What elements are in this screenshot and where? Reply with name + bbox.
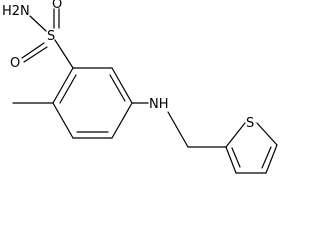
thiophene-sulfur-label: S [246,116,254,131]
bond-t-inner-c3-c2 [231,147,241,168]
amine-label: H2N [2,4,30,19]
bond-c3-c4 [111,102,133,139]
bond-s-o-left-a [21,42,45,59]
bond-c2-c3 [111,67,133,104]
bond-c6-c1 [52,67,74,104]
bond-c5-c6 [52,102,74,139]
bond-t-s-c5 [256,122,278,146]
bond-t-c2-s [225,122,246,148]
oxygen-left-label: O [10,56,20,71]
bond-s-o-left-b [23,46,48,63]
bond-t-inner-c5-c4 [261,146,272,169]
bond-t-c3-c2 [225,146,237,174]
bond-inner-c2-c3 [109,74,126,102]
structure-canvas: H2N S O O NH S [2,0,278,174]
benzene-ring [52,67,133,139]
bond-inner-c6-c1 [59,74,77,104]
thiophene-ring [225,122,278,174]
bond-t-c5-c4 [265,144,278,174]
oxygen-top-label: O [52,0,62,12]
bond-nh-ch2 [167,111,189,148]
molecule-diagram: H2N S O O NH S [2,0,278,174]
sulfonyl-sulfur-label: S [47,29,55,44]
nh-label: NH [149,97,169,112]
bond-s-n [29,15,47,32]
bond-ring-s [54,39,74,69]
